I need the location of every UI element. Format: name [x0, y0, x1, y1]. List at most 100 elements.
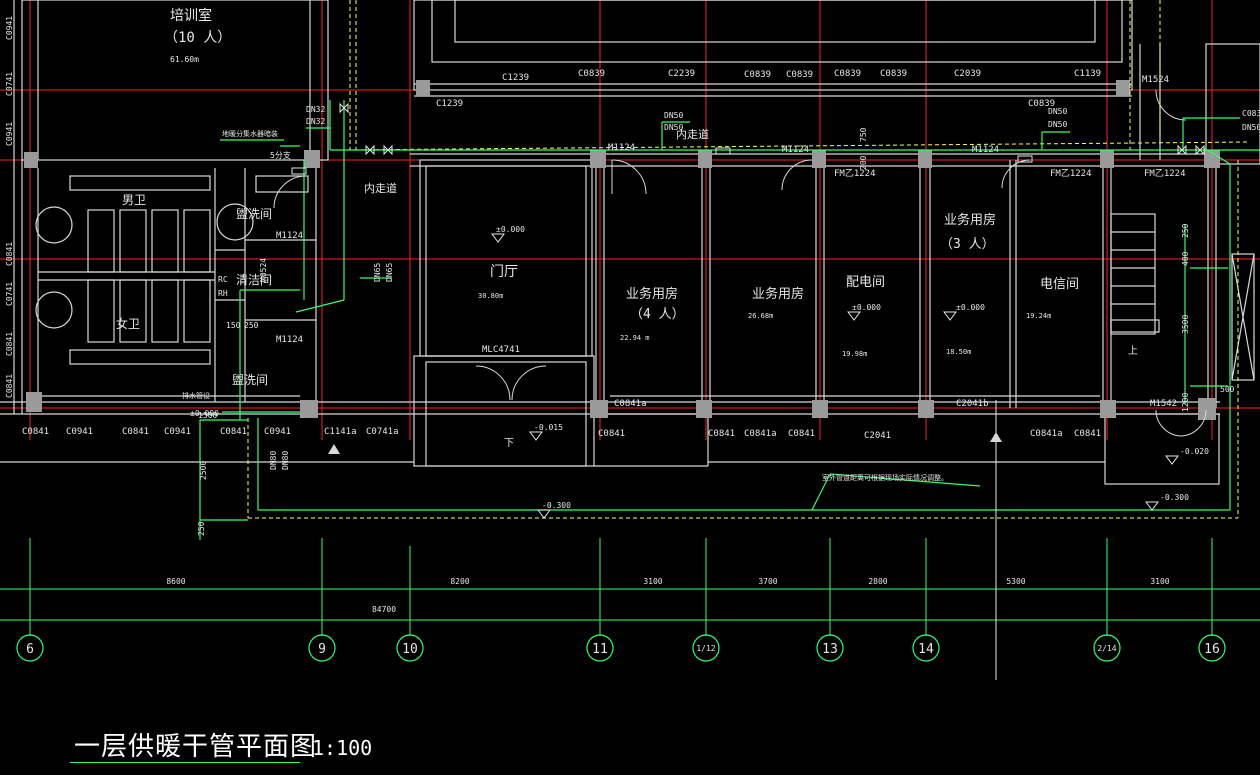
title-underline	[70, 762, 300, 763]
room-people: （3 人）	[940, 237, 995, 252]
axis-label: 1/12	[696, 644, 715, 653]
door-tag: M1124	[972, 145, 999, 155]
window-tag: C0741	[5, 72, 14, 96]
window-tag: C0839	[578, 69, 605, 79]
pipe-size: DN32	[306, 117, 325, 126]
axis-label: 16	[1204, 642, 1220, 657]
room-label: 女卫	[116, 316, 140, 331]
dim: 250	[1181, 223, 1190, 238]
drawing-scale: 1:100	[312, 736, 373, 760]
window-tag: C0841	[708, 429, 735, 439]
door-tags-middle: M1124 M1124 M1124 FM乙1224 FM乙1224 FM乙122…	[259, 143, 1186, 345]
window-tag: C1139	[1074, 69, 1101, 79]
room-label: 电信间	[1040, 277, 1079, 292]
door-tag: M1124	[276, 335, 303, 345]
axis-label: 10	[402, 642, 418, 657]
window-tag: C0841a	[1030, 429, 1063, 439]
dim: 2500	[199, 461, 208, 480]
pipe-size: DN65	[373, 263, 382, 282]
span-dim: 8600	[166, 577, 185, 586]
window-tag: C0841	[598, 429, 625, 439]
axis-label: 13	[822, 642, 838, 657]
axis-grid	[0, 0, 1260, 440]
drawing-title: 一层供暖干管平面图	[74, 732, 318, 762]
window-tag: C0839	[880, 69, 907, 79]
walls	[0, 0, 1260, 485]
axis-bubbles	[16, 634, 1226, 662]
pipe-note: 地暖分集水器暗装	[222, 129, 278, 138]
door-tag: FM乙1224	[834, 168, 876, 179]
axis-label: 6	[26, 642, 34, 657]
dim: 1200	[1181, 393, 1190, 412]
room-label: 门厅	[490, 264, 518, 280]
axis-labels: 6 9 10 11 1/12 13 14 2/14 16	[26, 642, 1220, 657]
elevation: -0.015	[534, 423, 563, 432]
room-people: （4 人）	[630, 307, 685, 322]
axis-label: 11	[592, 642, 608, 657]
dimension-lines	[0, 538, 1260, 636]
room-label: 配电间	[846, 275, 885, 290]
door-tag: M1124	[608, 143, 635, 153]
span-dim: 5300	[1006, 577, 1025, 586]
elevation-marks: ±0.000 ±0.000 ±0.000 -0.015 -0.300 -0.30…	[190, 225, 1209, 510]
markers	[328, 432, 1002, 454]
dim: 200	[859, 155, 868, 170]
window-tag: C0941	[5, 122, 14, 146]
pipe-size: DN32	[306, 105, 325, 114]
window-tag: C0941	[66, 427, 93, 437]
total-dim: 84700	[372, 605, 396, 614]
pipe-note: 5分支	[270, 150, 291, 160]
room-label: 上	[1128, 345, 1138, 357]
room-labels: 培训室 （10 人） 61.60m 男卫 女卫 盥洗间 盥洗间 清洁间 内走道 …	[116, 7, 1138, 449]
room-label: 培训室	[170, 7, 212, 24]
room-label: 盥洗间	[236, 207, 272, 221]
door-tag: M1524	[1142, 75, 1169, 85]
room-area: 19.98m	[842, 350, 867, 358]
room-label: 男卫	[122, 193, 146, 207]
door-swings	[273, 89, 1207, 437]
elevation-triangles	[491, 233, 1179, 519]
door-tag: M1124	[782, 145, 809, 155]
window-tag: C0839	[1028, 99, 1055, 109]
dim: 500	[1220, 385, 1235, 394]
window-tag: C0839	[834, 69, 861, 79]
window-tag: C0839	[744, 70, 771, 80]
door-tag: M1124	[276, 231, 303, 241]
room-label: 业务用房	[626, 286, 678, 302]
elevation: ±0.000	[190, 409, 219, 418]
dim: 150	[226, 321, 241, 330]
elevation: -0.020	[1180, 447, 1209, 456]
window-tags-bottom: C0841 C0941 C0841 C0941 C0841 C0941 C114…	[22, 345, 1177, 441]
pipe-note: 排水管设	[182, 391, 210, 400]
elevation: -0.300	[542, 501, 571, 510]
window-tags-left: C0941 C0741 C0941 C0841 C0741 C0841 C084…	[5, 16, 14, 398]
room-label: 内走道	[676, 127, 709, 141]
pipe-size: DN50	[1048, 107, 1067, 116]
window-tag: C2239	[668, 69, 695, 79]
outdoor-boundary	[247, 0, 1251, 519]
window-tag: C0941	[164, 427, 191, 437]
pipe-size: DN50	[664, 123, 683, 132]
room-area: 18.50m	[946, 348, 971, 356]
room-people: （10 人）	[164, 30, 231, 46]
window-tag: C0841a	[744, 429, 777, 439]
small-dimensions: 150 250 1500 2500 250 750 200 250 400 35…	[197, 127, 1235, 536]
window-tag: C2041b	[956, 399, 989, 409]
pipe-note: RC	[218, 275, 228, 284]
window-tag: C1239	[436, 99, 463, 109]
window-tag: C0841	[788, 429, 815, 439]
window-tag: C0841	[122, 427, 149, 437]
axis-label: 9	[318, 642, 326, 657]
room-area: 22.94 m	[620, 334, 650, 342]
room-label: 清洁间	[236, 273, 272, 287]
door-tag: M0524	[259, 258, 268, 282]
pipe-size: DN80	[281, 451, 290, 470]
room-area: 61.60m	[170, 55, 199, 64]
door-tag: FM乙1224	[1144, 168, 1186, 179]
room-area: 26.68m	[748, 312, 773, 320]
pipe-note: 室外管道距离可根据现场实际情况调整。	[822, 473, 948, 482]
span-dim: 3100	[643, 577, 662, 586]
span-dim: 3100	[1150, 577, 1169, 586]
dim: 750	[859, 127, 868, 142]
elevation: ±0.000	[852, 303, 881, 312]
